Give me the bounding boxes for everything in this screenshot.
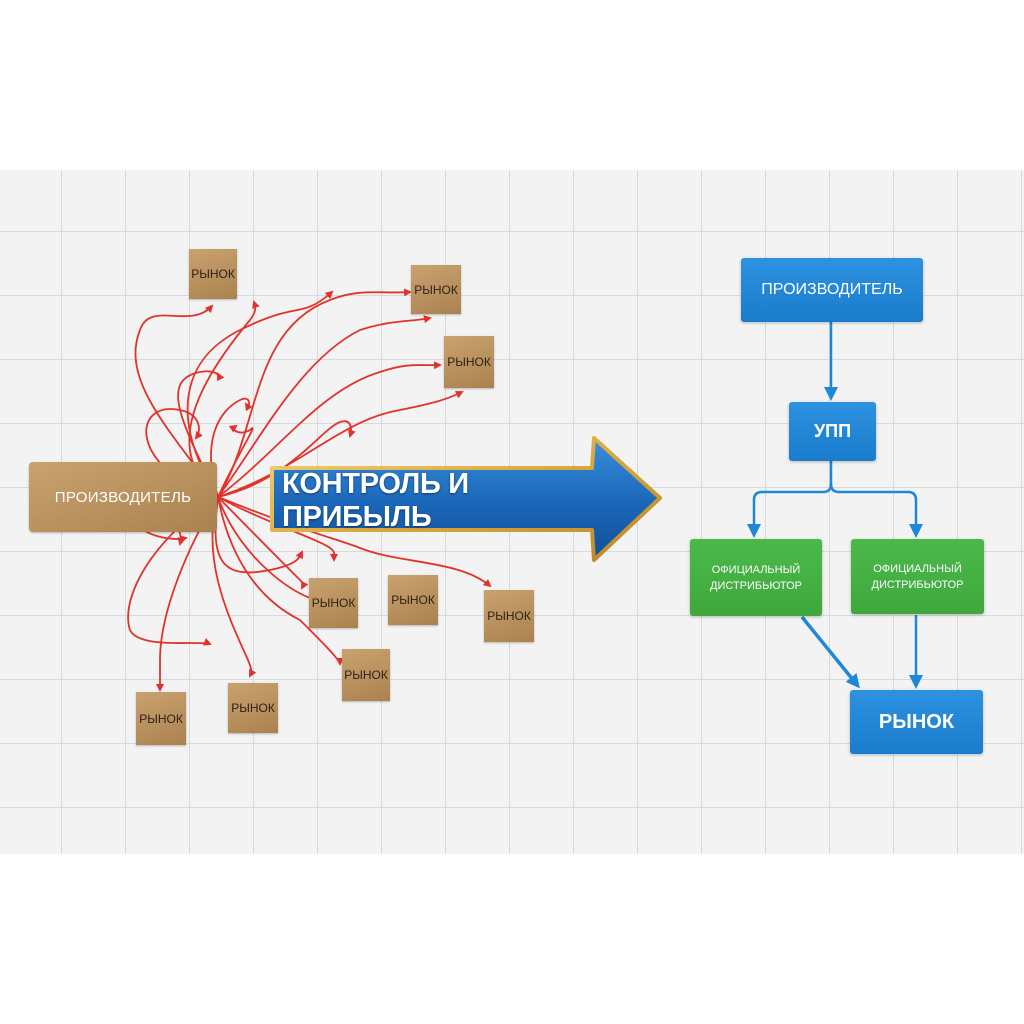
distributor-box-1: ОФИЦИАЛЬНЫЙ ДИСТРИБЬЮТОР (690, 539, 822, 616)
chaos-arrow (177, 370, 225, 498)
chaos-arrow (134, 304, 219, 498)
chaos-arrow (217, 496, 344, 666)
chaos-arrow (210, 397, 253, 498)
control-and-profit-label: КОНТРОЛЬ И ПРИБЫЛЬ (282, 468, 469, 533)
left-producer-box: ПРОИЗВОДИТЕЛЬ (29, 462, 217, 532)
chaos-arrow (217, 496, 309, 590)
market-box: РЫНОК (411, 265, 461, 314)
chaos-arrow (217, 496, 339, 562)
distributor-box-2: ОФИЦИАЛЬНЫЙ ДИСТРИБЬЮТОР (851, 539, 984, 614)
right-market-box: РЫНОК (850, 690, 983, 754)
chaos-arrow (217, 424, 254, 498)
chaos-arrow (217, 420, 356, 498)
flow-arrows (747, 322, 923, 689)
chaos-arrow (188, 300, 260, 498)
market-box: РЫНОК (136, 692, 186, 745)
chaos-arrow (217, 288, 412, 498)
chaos-arrow (211, 496, 257, 678)
market-box: РЫНОК (189, 249, 237, 299)
distributor-1-label: ОФИЦИАЛЬНЫЙ ДИСТРИБЬЮТОР (710, 563, 802, 592)
right-producer-box: ПРОИЗВОДИТЕЛЬ (741, 258, 923, 322)
distributor-2-label: ОФИЦИАЛЬНЫЙ ДИСТРИБЬЮТОР (871, 562, 964, 591)
market-box: РЫНОК (228, 683, 278, 733)
market-box: РЫНОК (484, 590, 534, 642)
market-box: РЫНОК (342, 649, 390, 701)
market-box: РЫНОК (388, 575, 438, 625)
market-box: РЫНОК (309, 578, 358, 628)
market-box: РЫНОК (444, 336, 494, 388)
chaos-arrow (127, 496, 219, 646)
chaos-arrow (214, 496, 303, 574)
chaos-arrow (217, 315, 432, 498)
big-arrow-shape (270, 436, 662, 562)
upp-box: УПП (789, 402, 876, 461)
chaos-arrow (217, 361, 442, 498)
chaos-arrow (186, 290, 334, 498)
